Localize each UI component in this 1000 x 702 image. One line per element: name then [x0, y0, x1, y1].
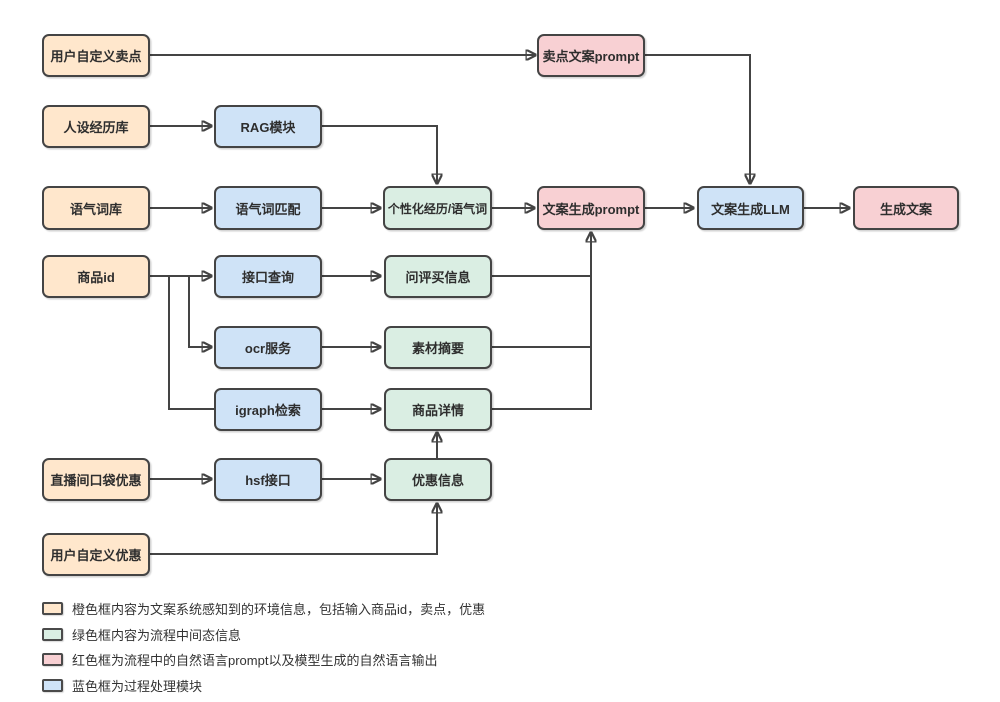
node-igraph: igraph检索 [214, 388, 322, 431]
node-rag: RAG模块 [214, 105, 322, 148]
node-item-id: 商品id [42, 255, 150, 298]
legend-text-blue: 蓝色框为过程处理模块 [72, 678, 203, 694]
node-hsf: hsf接口 [214, 458, 322, 501]
edge-sellpoint-prompt-to-gen-llm [645, 54, 750, 183]
node-live-pocket: 直播间口袋优惠 [42, 458, 150, 501]
legend-swatch-pink [42, 653, 63, 667]
legend-swatch-orange [42, 602, 63, 616]
node-tone-match: 语气词匹配 [214, 186, 322, 230]
node-ocr: ocr服务 [214, 326, 322, 369]
legend-item-blue: 蓝色框为过程处理模块 [42, 673, 485, 699]
legend-item-pink: 红色框为流程中的自然语言prompt以及模型生成的自然语言输出 [42, 647, 485, 673]
node-personalized: 个性化经历/语气词 [383, 186, 492, 230]
legend-text-green: 绿色框内容为流程中间态信息 [72, 627, 242, 643]
node-gen-llm: 文案生成LLM [697, 186, 804, 230]
legend-text-orange: 橙色框内容为文案系统感知到的环境信息，包括输入商品id，卖点，优惠 [72, 602, 486, 618]
legend-item-orange: 橙色框内容为文案系统感知到的环境信息，包括输入商品id，卖点，优惠 [42, 596, 485, 622]
node-user-discount: 用户自定义优惠 [42, 533, 150, 576]
node-tone-lib: 语气词库 [42, 186, 150, 230]
node-qa-info: 问评买信息 [384, 255, 492, 298]
legend-swatch-green [42, 627, 63, 641]
edge-item-id-to-igraph [168, 276, 215, 410]
edge-user-discount-to-discount-info [150, 504, 437, 555]
legend-text-pink: 红色框为流程中的自然语言prompt以及模型生成的自然语言输出 [72, 653, 438, 669]
legend-swatch-blue [42, 678, 63, 692]
node-sellpoint-prompt: 卖点文案prompt [537, 34, 645, 77]
node-api-query: 接口查询 [214, 255, 322, 298]
node-material-summary: 素材摘要 [384, 326, 492, 369]
node-item-detail: 商品详情 [384, 388, 492, 431]
edge-rag-to-personalized [322, 125, 437, 183]
legend: 橙色框内容为文案系统感知到的环境信息，包括输入商品id，卖点，优惠 绿色框内容为… [42, 596, 485, 698]
legend-item-green: 绿色框内容为流程中间态信息 [42, 622, 485, 648]
edge-item-detail-to-gen-prompt [492, 233, 591, 410]
edge-item-id-to-ocr [188, 276, 211, 347]
node-gen-prompt: 文案生成prompt [537, 186, 645, 230]
node-discount-info: 优惠信息 [384, 458, 492, 501]
node-gen-copy: 生成文案 [853, 186, 959, 230]
node-persona-lib: 人设经历库 [42, 105, 150, 148]
node-user-sellpoint: 用户自定义卖点 [42, 34, 150, 77]
